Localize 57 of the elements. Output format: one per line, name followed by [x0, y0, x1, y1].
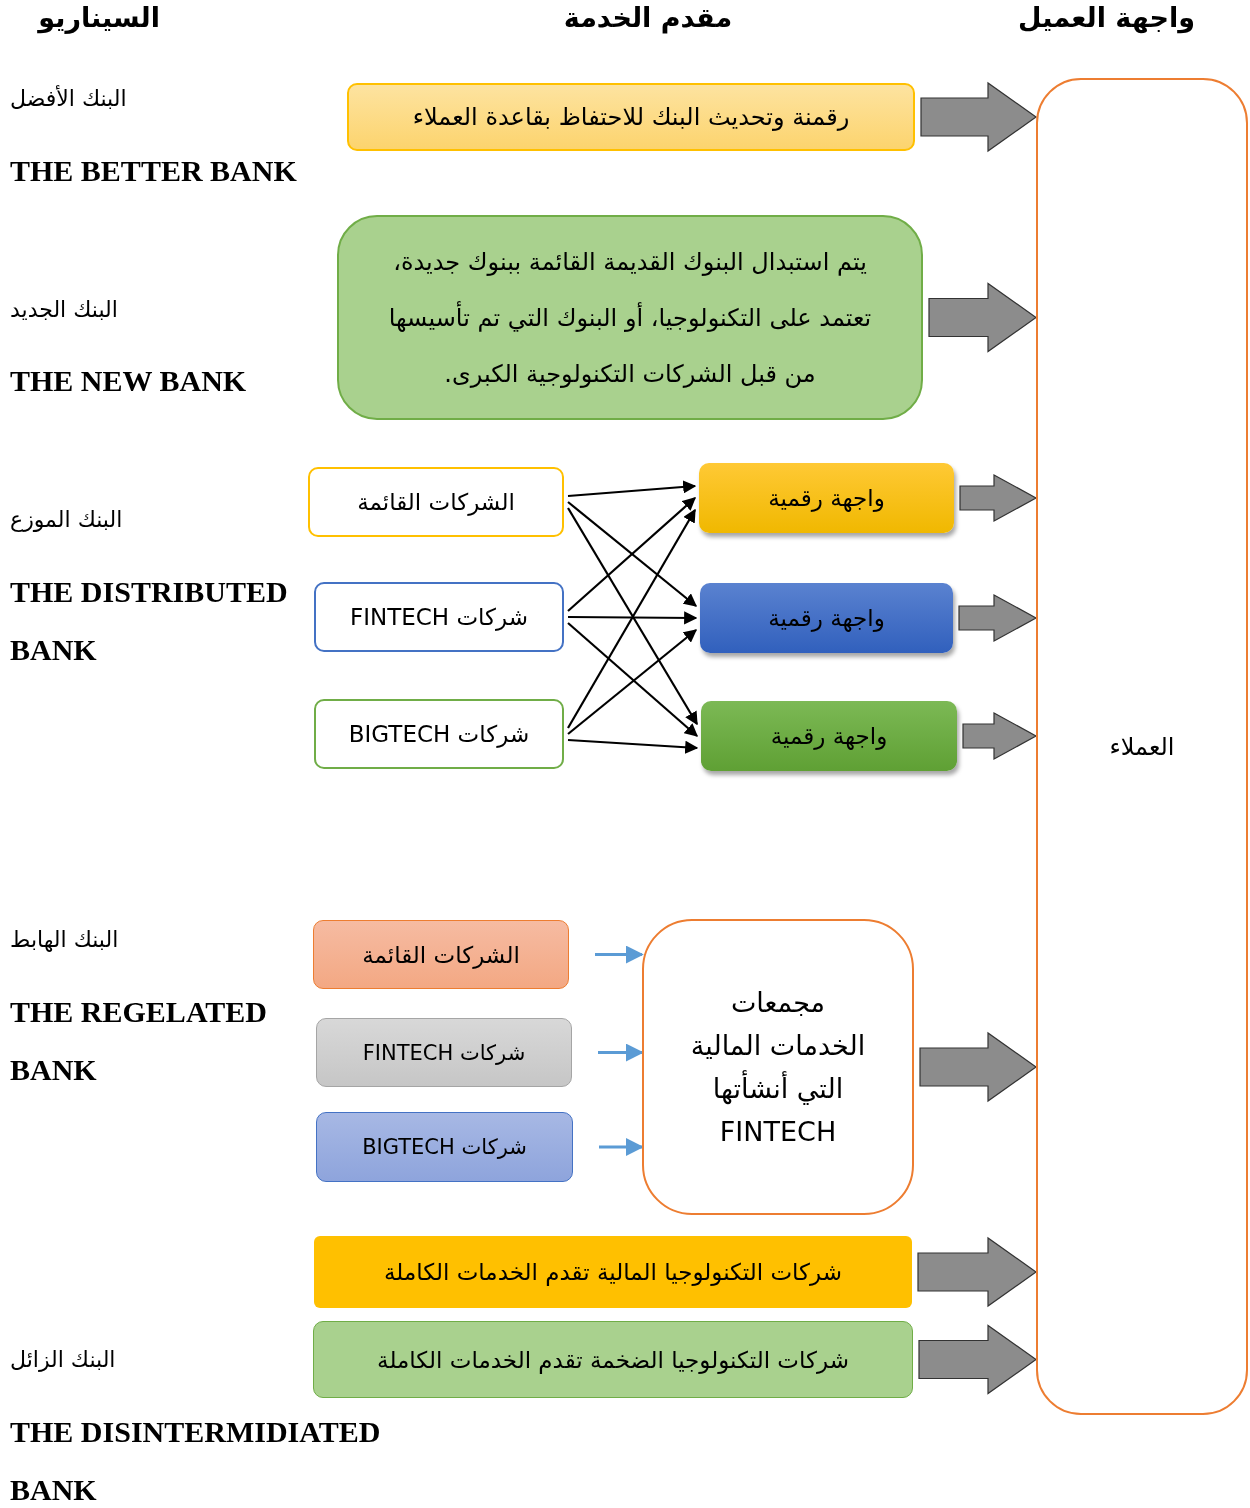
box-text: واجهة رقمية — [768, 485, 885, 511]
process-box — [308, 467, 564, 537]
process-box — [313, 1321, 913, 1398]
scenario-name: البنك الهابط — [10, 927, 119, 952]
scenario-title: THE BETTER BANK — [10, 153, 297, 189]
process-box — [313, 920, 569, 989]
arrow — [568, 611, 698, 625]
box-text: يتم استبدال البنوك القديمة القائمة ببنوك جديدة، تعتمد على التكنولوجيا، أو البنوك التي تم تأسيسها من قبل الشركات التكنولوجية الكبرى. — [387, 246, 873, 390]
scenario-title: THE DISINTERMIDIATED BANK — [10, 1414, 382, 1508]
box-text: شركات BIGTECH — [362, 1135, 527, 1159]
box-text: رقمنة وتحديث البنك للاحتفاظ بقاعدة العملاء — [412, 103, 850, 131]
block-arrow — [917, 1236, 1038, 1308]
interface-box — [700, 583, 953, 653]
box-text: الشركات القائمة — [362, 941, 520, 968]
box-text: شركات التكنولوجيا الضخمة تقدم الخدمات الكاملة — [377, 1346, 849, 1373]
arrow — [567, 480, 697, 498]
process-box — [347, 83, 915, 151]
block-arrow — [928, 282, 1038, 353]
block-arrow — [920, 81, 1038, 153]
scenario-name: البنك الجديد — [10, 297, 118, 322]
box-text: الشركات القائمة — [357, 489, 515, 515]
process-box — [314, 699, 564, 769]
process-box — [314, 582, 564, 652]
interface-box — [701, 701, 957, 771]
box-text: واجهة رقمية — [770, 723, 888, 749]
scenario-name: البنك الموزع — [10, 507, 123, 532]
box-text: شركات التكنولوجيا المالية تقدم الخدمات الكاملة — [383, 1259, 842, 1285]
process-box — [314, 1236, 912, 1308]
column-heading: السيناريو — [38, 2, 160, 33]
box-text: شركات BIGTECH — [348, 721, 530, 747]
interface-box — [699, 463, 954, 533]
box-text: شركات FINTECH — [362, 1040, 526, 1065]
box-text: العملاء — [1109, 732, 1175, 761]
block-arrow — [959, 474, 1038, 522]
box-text: مجمعات الخدمات المالية التي أنشأتها FINTECH — [689, 986, 867, 1149]
arrow — [598, 1043, 644, 1062]
column-heading: مقدم الخدمة — [563, 2, 733, 33]
block-arrow — [958, 594, 1038, 642]
scenario-title: THE DISTRIBUTED BANK — [10, 574, 289, 668]
scenario-title: THE NEW BANK — [10, 363, 247, 399]
process-box — [337, 215, 923, 420]
aggregator-box — [642, 919, 914, 1215]
arrow — [599, 1138, 644, 1156]
arrow — [595, 945, 644, 964]
block-arrow — [919, 1031, 1038, 1103]
scenario-name: البنك الأفضل — [10, 86, 127, 111]
process-box — [316, 1018, 572, 1087]
box-text: شركات FINTECH — [349, 604, 528, 630]
process-box — [316, 1112, 573, 1182]
scenario-title: THE REGELATED BANK — [10, 994, 268, 1088]
scenario-name: البنك الزائل — [10, 1347, 116, 1372]
block-arrow — [962, 712, 1038, 760]
column-heading: واجهة العميل — [1018, 2, 1195, 33]
block-arrow — [918, 1324, 1038, 1395]
customers-box — [1036, 78, 1248, 1415]
arrow — [567, 738, 699, 754]
box-text: واجهة رقمية — [768, 605, 885, 631]
